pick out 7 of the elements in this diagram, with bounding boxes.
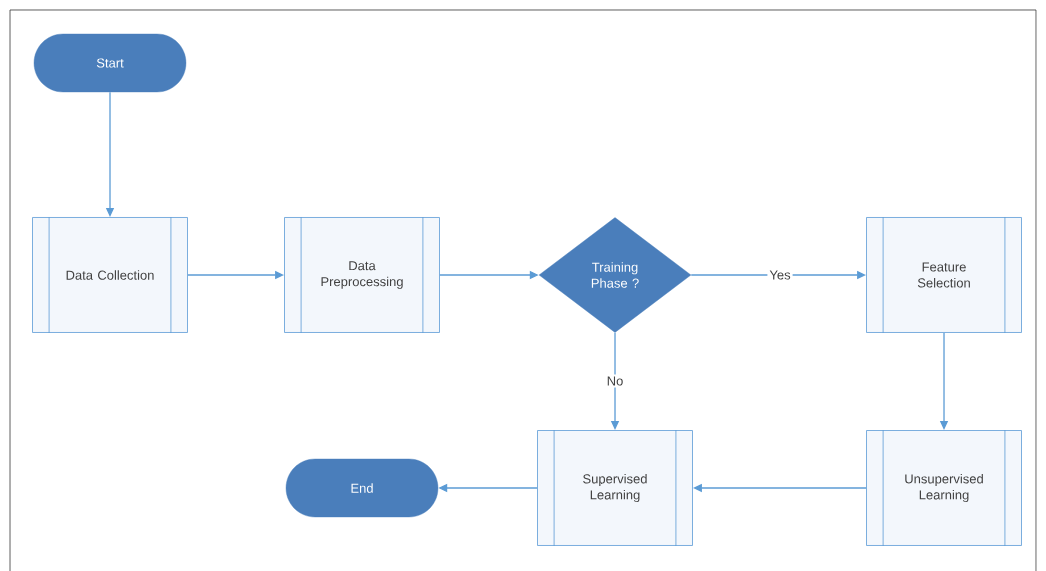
edge-label: Yes	[767, 268, 793, 282]
edge-label: No	[604, 374, 626, 388]
process-box: Data Preprocessing	[284, 216, 440, 334]
process-box: Supervised Learning	[537, 429, 693, 547]
process-box: Unsupervised Learning	[866, 429, 1022, 547]
process-box: Feature Selection	[866, 216, 1022, 334]
process-box: Data Collection	[32, 216, 188, 334]
